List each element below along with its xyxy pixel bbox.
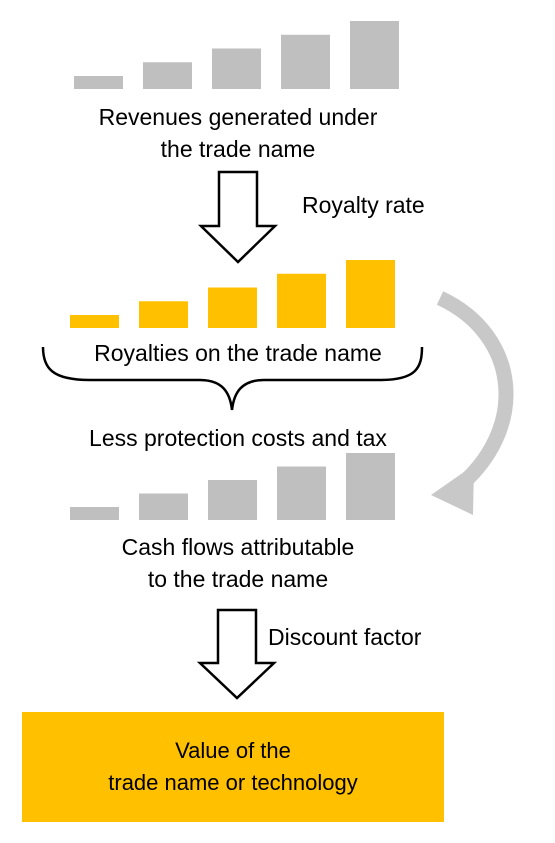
- down-arrow-icon: [197, 170, 279, 264]
- cash-flow-bar-1: [70, 507, 119, 520]
- curved-arrow-icon: [436, 291, 514, 496]
- royalty-bar-3: [208, 287, 257, 328]
- revenues-label-line1: Revenues generated under: [98, 104, 378, 130]
- down-arrow-icon: [196, 608, 278, 700]
- royalty-bar-1: [70, 315, 119, 328]
- royalty-bars: [70, 260, 395, 328]
- value-label-line2: trade name or technology: [108, 770, 358, 795]
- less-costs-label: Less protection costs and tax: [89, 425, 387, 451]
- cash-flows-label-line2: to the trade name: [147, 566, 329, 592]
- cash-flow-bar-4: [277, 466, 326, 520]
- cash-flow-bar-5: [346, 453, 395, 520]
- royalty-bar-5: [346, 260, 395, 328]
- revenue-bars: [74, 21, 399, 89]
- revenue-bar-3: [212, 48, 261, 89]
- revenue-bar-5: [350, 21, 399, 89]
- value-label-line1: Value of the: [175, 738, 291, 763]
- curved-arrow-head: [431, 465, 474, 515]
- revenues-label-line2: the trade name: [160, 136, 316, 162]
- discount-factor-label: Discount factor: [268, 624, 422, 650]
- cash-flow-bar-2: [139, 493, 188, 520]
- revenue-bar-2: [143, 62, 192, 89]
- revenue-bar-4: [281, 34, 330, 89]
- curly-brace-icon: [41, 346, 424, 411]
- cash-flow-bars: [70, 453, 395, 520]
- cash-flow-bar-3: [208, 480, 257, 520]
- royalty-rate-label: Royalty rate: [302, 192, 425, 218]
- revenue-bar-1: [74, 76, 123, 89]
- value-result-box: Value of the trade name or technology: [22, 712, 444, 822]
- royalty-bar-4: [277, 273, 326, 328]
- royalties-label: Royalties on the trade name: [94, 340, 382, 366]
- cash-flows-label-line1: Cash flows attributable: [121, 534, 355, 560]
- royalty-bar-2: [139, 301, 188, 328]
